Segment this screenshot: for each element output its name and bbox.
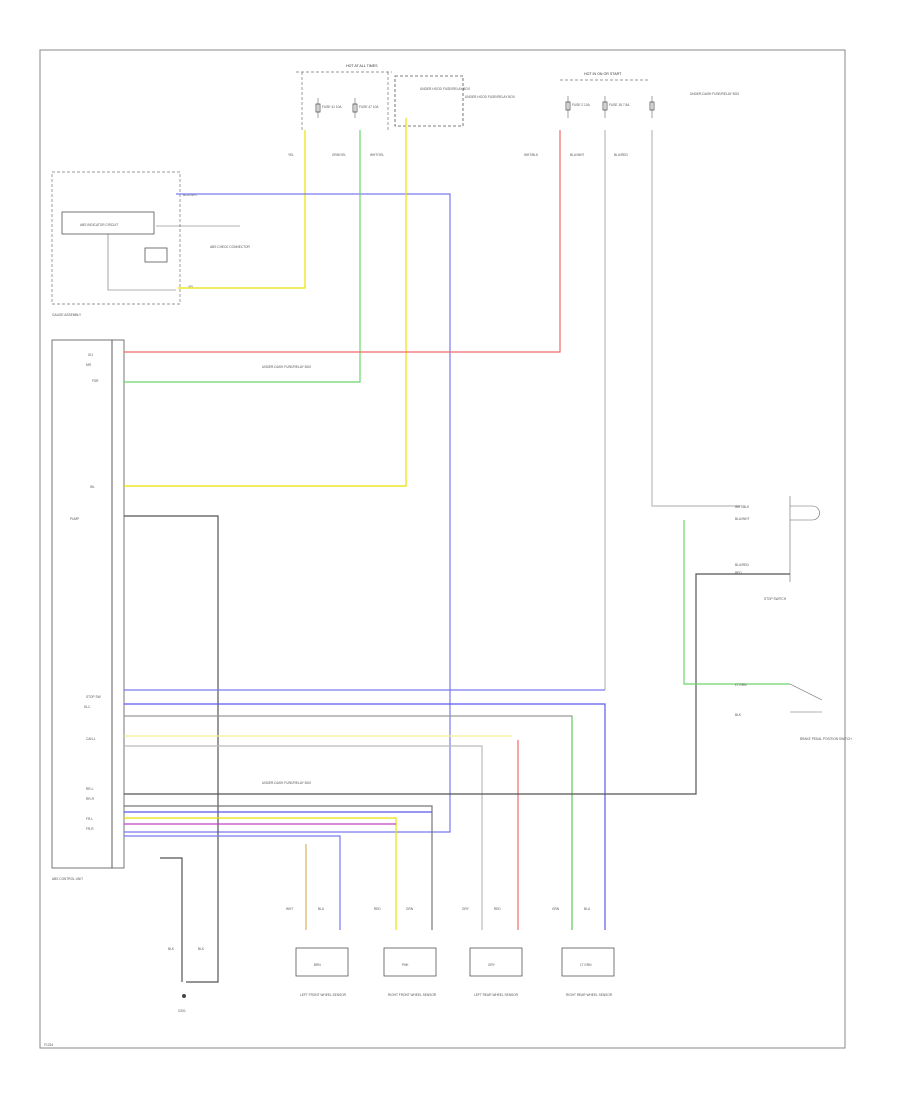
- ecu-pin-8: CAN-L: [86, 737, 96, 741]
- fuse-4-label: FUSE 18 7.5A: [609, 103, 630, 107]
- wire-label-grnyel-top: GRN/YEL: [332, 153, 346, 157]
- stop-switch: STOP SWITCH WHT/BLK BLU/WHT BLU/RED RED: [735, 496, 820, 601]
- rf-sensor-code: PNK: [402, 963, 409, 967]
- ecu-pin-12: FR-R: [86, 827, 94, 831]
- brake-pedal-switch: BRAKE PEDAL POSITION SWITCH LT GRN BLK: [735, 683, 852, 741]
- ecu-pin-9: RR-L: [86, 787, 94, 791]
- arrow-note-1: UNDER-DASH FUSE/RELAY BOX: [262, 365, 312, 369]
- stop-switch-title: STOP SWITCH: [764, 597, 787, 601]
- rf-sensor-title: RIGHT FRONT WHEEL SENSOR: [388, 993, 437, 997]
- ecu-pin-6: STOP SW: [86, 695, 101, 699]
- rr-sensor-title: RIGHT REAR WHEEL SENSOR: [566, 993, 613, 997]
- lr-sensor-title: LEFT REAR WHEEL SENSOR: [474, 993, 519, 997]
- ground-wire-1: BLK: [168, 947, 175, 951]
- brake-pedal-switch-title: BRAKE PEDAL POSITION SWITCH: [800, 737, 852, 741]
- fuse-1-label: FUSE 41 10A: [322, 105, 342, 109]
- lf-sensor-code: BRN: [314, 963, 321, 967]
- ground-symbol: BLK BLK G201: [168, 947, 205, 1013]
- ecu-pin-3: FSR: [92, 379, 99, 383]
- wire-label-yel-top: YEL: [288, 153, 294, 157]
- abs-control-unit: ABS CONTROL UNIT IG1 MR FSR WL PUMP STOP…: [51, 339, 125, 881]
- diagram-frame: [39, 49, 846, 1049]
- wire-label-right-6: BLK: [735, 713, 742, 717]
- fuse-box-1: HOT AT ALL TIMES FUSE 41 10A FUSE 47 10A…: [288, 64, 516, 157]
- ecu-pin-4: WL: [90, 485, 95, 489]
- ecu-pin-7: DLC: [84, 705, 91, 709]
- gauge-assembly: GAUGE ASSEMBLY ABS INDICATOR CIRCUIT ABS…: [51, 171, 250, 317]
- abs-check-connector-label: ABS CHECK CONNECTOR: [210, 245, 250, 249]
- abs-control-unit-title: ABS CONTROL UNIT: [52, 877, 83, 881]
- fuse-box-2-note: UNDER-DASH FUSE/RELAY BOX: [690, 92, 740, 96]
- fuse-box-2-title: HOT IN ON OR START: [584, 72, 622, 76]
- lf-wire-b: BLU: [318, 907, 325, 911]
- lf-sensor-title: LEFT FRONT WHEEL SENSOR: [300, 993, 347, 997]
- lr-wire-a: GRY: [462, 907, 470, 911]
- wire-label-right-2: BLU/WHT: [735, 517, 749, 521]
- footer-code: F1234: [44, 1043, 53, 1047]
- wire-label-wht-blk-top: WHT/BLK: [524, 153, 539, 157]
- wheel-sensor-rf: PNK RED GRN RIGHT FRONT WHEEL SENSOR: [374, 907, 437, 997]
- ground-title: G201: [178, 1009, 186, 1013]
- ecu-pin-1: IG1: [88, 353, 93, 357]
- ecu-pin-2: MR: [86, 363, 92, 367]
- fuse-box-1-title: HOT AT ALL TIMES: [346, 64, 378, 68]
- abs-indicator-label: ABS INDICATOR CIRCUIT: [80, 223, 118, 227]
- wire-label-yel-gauge: YEL: [188, 285, 194, 289]
- ecu-pin-5: PUMP: [70, 517, 79, 521]
- relay-label: UNDER-HOOD FUSE/RELAY BOX: [420, 87, 471, 91]
- rr-sensor-code: LT GRN: [580, 963, 592, 967]
- wire-label-right-3: BLU/RED: [735, 563, 750, 567]
- wire-label-right-5: LT GRN: [735, 683, 747, 687]
- wires: [124, 118, 790, 983]
- ecu-pin-11: FR-L: [86, 817, 93, 821]
- fuse-box-2: HOT IN ON OR START FUSE 2 10A FUSE 18 7.…: [524, 72, 740, 157]
- ground-wire-2: BLK: [198, 947, 205, 951]
- wheel-sensor-rr: LT GRN GRN BLU RIGHT REAR WHEEL SENSOR: [552, 907, 615, 997]
- lr-wire-b: RED: [494, 907, 501, 911]
- wire-label-blu-wht-top: BLU/WHT: [570, 153, 584, 157]
- fuse-2-label: FUSE 47 10A: [359, 105, 379, 109]
- rf-wire-b: GRN: [406, 907, 414, 911]
- wire-label-right-1: WHT/BLK: [735, 505, 750, 509]
- wire-label-whtyel-top: WHT/YEL: [370, 153, 384, 157]
- wire-label-blu-gauge: BLU/WHT: [183, 193, 197, 197]
- lf-wire-a: WHT: [286, 907, 293, 911]
- rr-wire-a: GRN: [552, 907, 560, 911]
- rr-wire-b: BLU: [584, 907, 591, 911]
- fuse-box-1-note: UNDER-HOOD FUSE/RELAY BOX: [465, 95, 516, 99]
- wire-label-blu-red-top: BLU/RED: [614, 153, 629, 157]
- arrow-note-2: UNDER-DASH FUSE/RELAY BOX: [262, 781, 312, 785]
- rf-wire-a: RED: [374, 907, 381, 911]
- wire-label-right-4: RED: [735, 571, 742, 575]
- lr-sensor-code: GRY: [488, 963, 496, 967]
- wheel-sensor-lr: GRY GRY RED LEFT REAR WHEEL SENSOR: [462, 907, 523, 997]
- gauge-assembly-title: GAUGE ASSEMBLY: [52, 313, 82, 317]
- ecu-pin-10: RR-R: [86, 797, 95, 801]
- fuse-3-label: FUSE 2 10A: [572, 103, 591, 107]
- wheel-sensor-lf: BRN WHT BLU LEFT FRONT WHEEL SENSOR: [286, 907, 349, 997]
